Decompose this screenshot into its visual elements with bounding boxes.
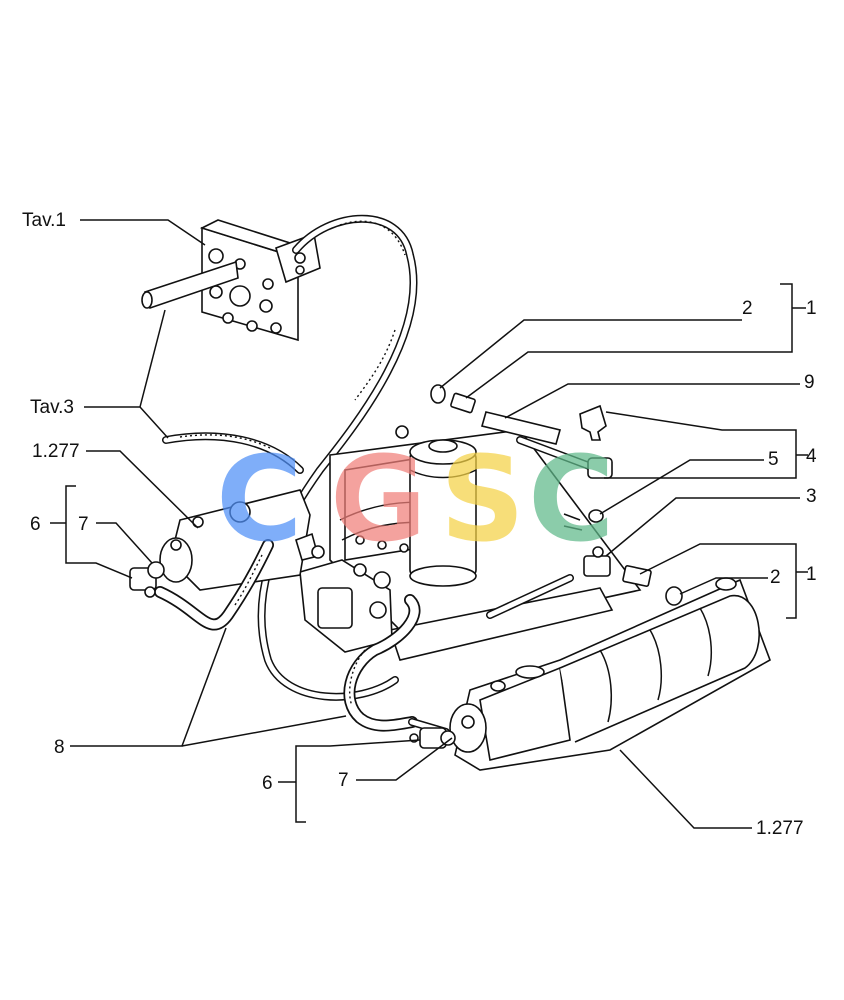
label-2-bottom: 2	[770, 567, 781, 588]
pump-assembly	[299, 559, 393, 653]
label-1277-left: 1.277	[32, 441, 80, 462]
callout-labels: Tav.1 Tav.3 1.277 6 7 8 6 7 1.277 2 1 9 …	[22, 210, 817, 839]
manifold-plate	[141, 219, 321, 342]
label-5: 5	[768, 449, 779, 470]
left-cylinder	[159, 489, 325, 591]
label-2-top: 2	[742, 298, 753, 319]
filter-canister	[409, 439, 477, 587]
fitting-union-top	[450, 392, 476, 414]
label-1-bottom: 1	[806, 564, 817, 585]
watermark-letter-c2: C	[528, 430, 615, 568]
left-fittings	[129, 561, 165, 598]
fitting-washer-5	[588, 509, 604, 523]
label-6-bottom: 6	[262, 773, 273, 794]
hose-loop-long	[257, 214, 418, 701]
label-8: 8	[54, 737, 65, 758]
right-cylinder	[449, 577, 771, 771]
fitting-washer-bottom	[665, 586, 683, 606]
bottom-fittings	[409, 727, 456, 749]
hose-tav3	[162, 432, 304, 474]
hose-left-lower	[154, 539, 274, 631]
label-7-left: 7	[78, 514, 89, 535]
label-3: 3	[806, 486, 817, 507]
label-6-left: 6	[30, 514, 41, 535]
watermark-letter-g: G	[330, 430, 427, 568]
label-1277-right: 1.277	[756, 818, 804, 839]
cgsc-watermark: C G S C	[216, 430, 615, 568]
fitting-tee-3	[583, 546, 611, 577]
label-9: 9	[804, 372, 815, 393]
label-7-bottom: 7	[338, 770, 349, 791]
fitting-pipe-9	[481, 411, 613, 479]
label-1-top: 1	[806, 298, 817, 319]
label-tav1: Tav.1	[22, 210, 66, 231]
label-4: 4	[806, 446, 817, 467]
watermark-letter-c1: C	[216, 430, 303, 568]
watermark-letter-s: S	[440, 430, 525, 568]
leader-lines	[50, 219, 808, 829]
fitting-union-bottom	[622, 565, 652, 587]
label-tav3: Tav.3	[30, 397, 74, 418]
fitting-elbow-4	[579, 404, 607, 441]
fitting-washer-top	[430, 384, 446, 404]
